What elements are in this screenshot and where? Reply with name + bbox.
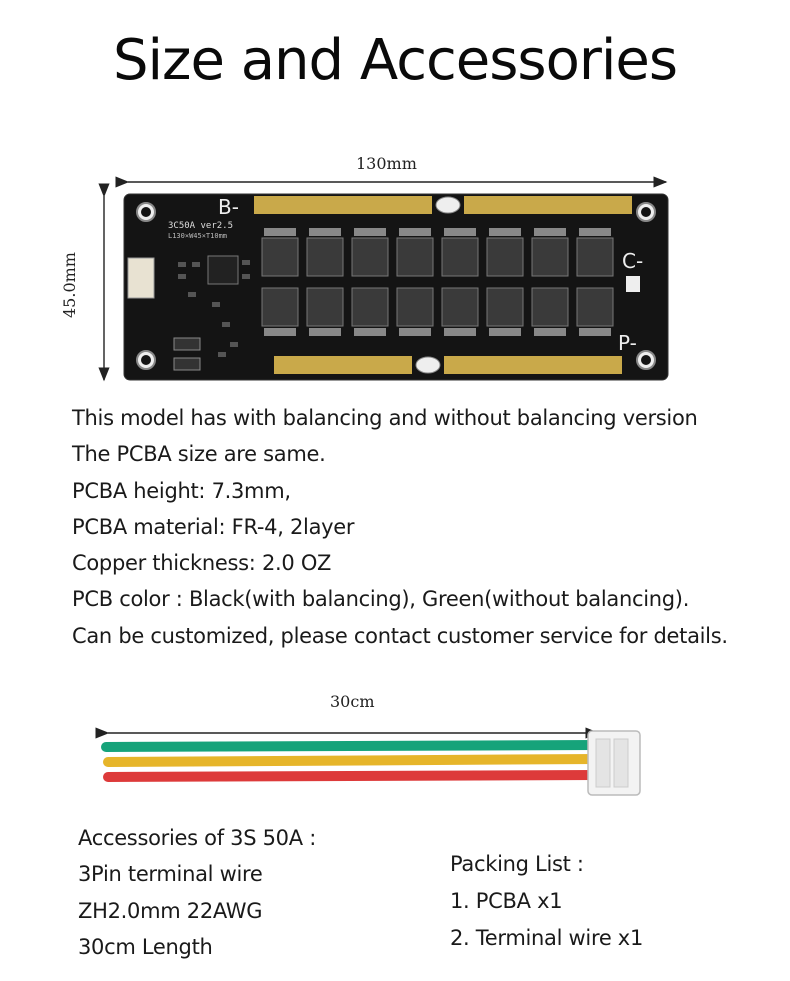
spec-line: The PCBA size are same. <box>72 442 326 467</box>
packing-list-heading: Packing List : <box>450 852 584 876</box>
accessory-item: 3Pin terminal wire <box>78 862 263 887</box>
accessories-list: Accessories of 3S 50A : 3Pin terminal wi… <box>78 820 316 965</box>
pcb-p-terminal-text: P- <box>618 331 637 355</box>
spec-line: Copper thickness: 2.0 OZ <box>72 551 332 576</box>
pcb-board-image: 3C50A ver2.5 L130×W45×T10mm B- C- P- <box>122 192 670 382</box>
terminal-wire-image <box>100 725 650 815</box>
accessory-item: ZH2.0mm 22AWG <box>78 898 263 923</box>
packing-list: Packing List : 1. PCBA x1 2. Terminal wi… <box>450 846 643 957</box>
page-title: Size and Accessories <box>112 28 678 93</box>
packing-list-item: 2. Terminal wire x1 <box>450 926 644 950</box>
spec-line: Can be customized, please contact custom… <box>72 623 728 648</box>
accessory-item: 30cm Length <box>78 934 213 959</box>
accessories-heading: Accessories of 3S 50A : <box>78 826 316 850</box>
spec-line: This model has with balancing and withou… <box>72 406 698 430</box>
spec-line: PCBA material: FR-4, 2layer <box>72 514 355 539</box>
pcb-b-terminal-text: B- <box>218 195 239 219</box>
pcb-model-text: 3C50A ver2.5 <box>168 221 233 231</box>
spec-line: PCB color : Black(with balancing), Green… <box>72 587 690 612</box>
spec-list: This model has with balancing and withou… <box>72 400 772 654</box>
pcb-width-label: 130mm <box>356 154 417 173</box>
spec-line: PCBA height: 7.3mm, <box>72 478 291 503</box>
pcb-size-note: L130×W45×T10mm <box>168 232 227 240</box>
wire-length-label: 30cm <box>330 692 375 711</box>
packing-list-item: 1. PCBA x1 <box>450 889 563 913</box>
pcb-height-label: 45.0mm <box>60 252 79 318</box>
pcb-c-terminal-text: C- <box>622 249 643 273</box>
